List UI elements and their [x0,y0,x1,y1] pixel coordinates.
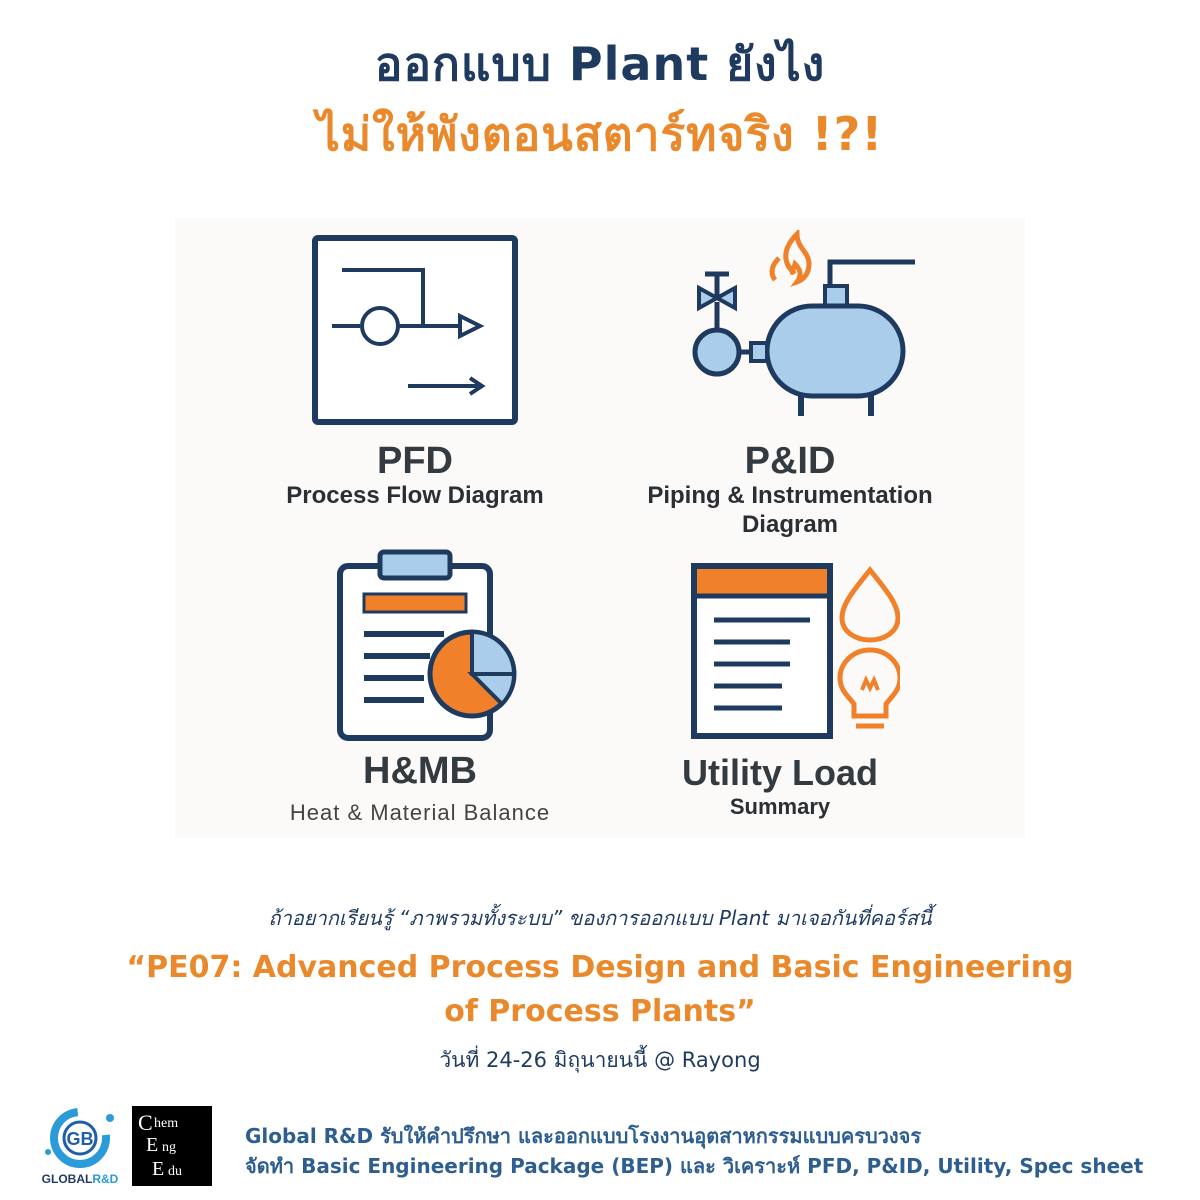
pressure-vessel-icon [692,230,915,416]
card-subtitle: Summary [729,793,831,819]
logo-letter-e2: E [152,1158,165,1180]
card-pid: P&ID Piping & Instrumentation Diagram [625,230,955,539]
course-title-line-2: of Process Plants” [444,994,756,1029]
utility-document-icon [691,563,900,739]
card-title: Utility Load [682,752,878,793]
logo-text-hem: hem [154,1116,179,1131]
process-flow-diagram-icon [312,235,518,425]
course-title-line-1: “PE07: Advanced Process Design and Basic… [126,950,1074,985]
card-subtitle: Heat & Material Balance [289,799,551,825]
chem-eng-edu-logo: C hem E ng E du [132,1106,212,1186]
logo-letter-e: E [146,1134,159,1156]
card-utility-load: Utility Load Summary [630,560,930,820]
logo-text-ng: ng [162,1140,176,1155]
card-hmb: H&MB Heat & Material Balance [260,546,580,826]
footer-line-2: จัดทำ Basic Engineering Package (BEP) แล… [245,1154,1144,1178]
card-subtitle-line-1: Piping & Instrumentation [647,481,933,509]
global-rd-logo-text: GLOBALR&D [34,1172,126,1186]
logo-text-global: GLOBAL [41,1172,93,1186]
gb-logo-icon: GB [45,1108,114,1168]
card-title: PFD [377,440,453,482]
card-title: P&ID [744,440,836,482]
course-date: วันที่ 24-26 มิถุนายนนี้ @ Rayong [439,1048,761,1072]
logo-letter-c: C [138,1110,153,1135]
card-subtitle: Process Flow Diagram [286,481,544,509]
logo-text-rd: R&D [92,1172,119,1186]
footer-line-1: Global R&D รับให้คำปรึกษา และออกแบบโรงงา… [245,1124,922,1148]
course-title: “PE07: Advanced Process Design and Basic… [90,946,1110,1034]
card-title: H&MB [363,750,477,792]
clipboard-pie-chart-icon [337,549,517,741]
logo-text-du: du [168,1164,182,1179]
course-intro-text: ถ้าอยากเรียนรู้ “ภาพรวมทั้งระบบ” ของการอ… [268,906,932,930]
headline-line-1: ออกแบบ Plant ยังไง [374,37,826,91]
global-rd-logo: GB GLOBALR&D [34,1106,126,1192]
card-subtitle-line-2: Diagram [741,510,839,538]
headline-line-2: ไม่ให้พังตอนสตาร์ทจริง !?! [316,107,884,161]
card-pfd: PFD Process Flow Diagram [260,232,570,511]
gb-logo-mark: GB [67,1129,94,1149]
